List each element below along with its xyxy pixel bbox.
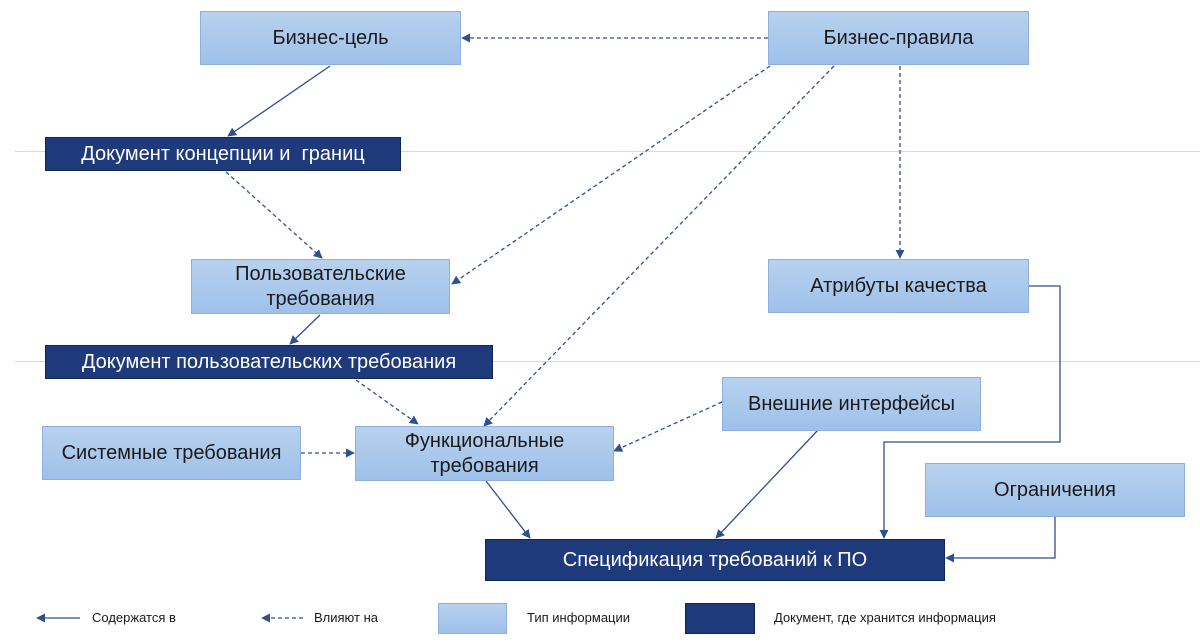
- legend-info-type-swatch: [438, 603, 507, 634]
- node-vision-scope-document: Документ концепции и границ: [45, 137, 401, 171]
- edge-vision-to-user-req: [225, 171, 323, 259]
- edge-rules-to-user-req: [451, 65, 771, 285]
- node-system-requirements: Системные требования: [42, 426, 301, 480]
- edge-rules-to-func-req: [483, 65, 835, 427]
- legend-storage-doc-swatch: [685, 603, 755, 634]
- legend-influence-label: Влияют на: [314, 610, 378, 625]
- node-external-interfaces: Внешние интерфейсы: [722, 377, 981, 431]
- separator-middle: [15, 361, 1200, 362]
- legend-contained-in-label: Содержатся в: [92, 610, 176, 625]
- edge-func-req-to-srs: [485, 480, 531, 539]
- edge-urdoc-to-func-req: [355, 379, 419, 425]
- separator-top: [15, 151, 1200, 152]
- edge-constraints-to-srs: [945, 516, 1056, 563]
- edge-goal-to-vision: [227, 65, 331, 137]
- node-functional-requirements: Функциональные требования: [355, 426, 614, 481]
- node-user-requirements: Пользовательские требования: [191, 259, 450, 314]
- node-business-rules: Бизнес-правила: [768, 11, 1029, 65]
- node-srs-document: Спецификация требований к ПО: [485, 539, 945, 581]
- node-user-requirements-document: Документ пользовательских требования: [45, 345, 493, 379]
- legend-info-type-label: Тип информации: [527, 610, 631, 625]
- node-business-goal: Бизнес-цель: [200, 11, 461, 65]
- node-constraints: Ограничения: [925, 463, 1185, 517]
- edge-ext-to-func-req: [613, 401, 723, 452]
- edge-ext-to-srs: [715, 429, 819, 539]
- legend-storage-doc-label: Документ, где хранится информация: [774, 610, 996, 625]
- edge-user-req-to-urdoc: [289, 314, 321, 345]
- node-quality-attributes: Атрибуты качества: [768, 259, 1029, 313]
- edge-quality-to-srs: [879, 285, 1061, 539]
